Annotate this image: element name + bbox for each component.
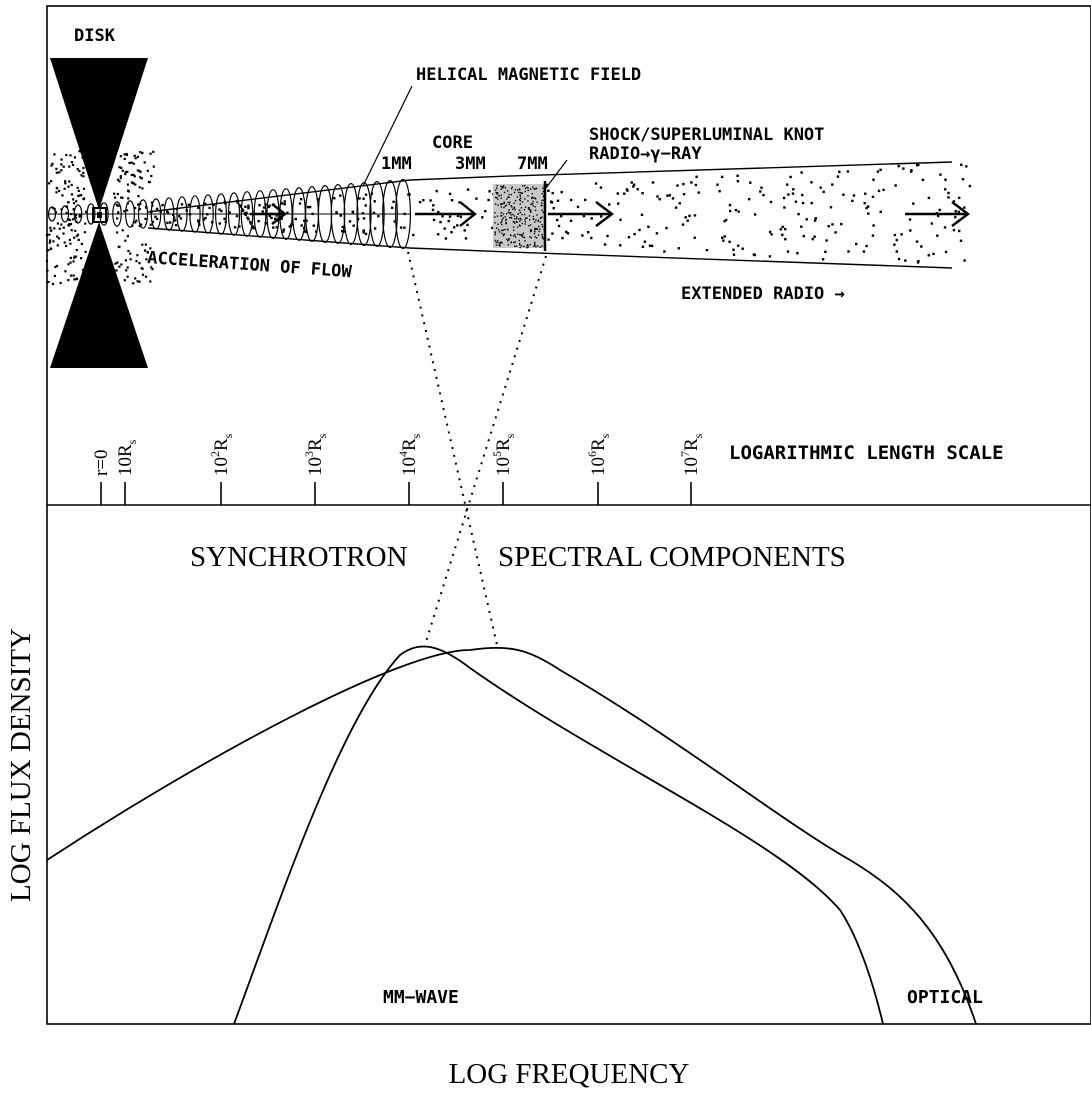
scale-tick-label: 10Rs: [115, 439, 139, 476]
mm-wave-label: MM−WAVE: [383, 987, 459, 1008]
spectrum-title-left: SYNCHROTRON: [190, 541, 408, 573]
figure-frame: [46, 5, 1091, 1025]
flow-arrow: [415, 201, 477, 227]
spectrum-curve-broad: [46, 646, 977, 1025]
disk-label: DISK: [74, 26, 116, 46]
y-axis-label: LOG FLUX DENSITY: [5, 628, 37, 902]
mm3-label: 3MM: [455, 154, 486, 174]
mm1-label: 1MM: [381, 154, 412, 174]
jet-panel: DISK HELICAL MAGNETIC FIELD CORE 1MM 3MM…: [45, 26, 972, 646]
spectrum-title-right: SPECTRAL COMPONENTS: [498, 541, 846, 573]
flow-arrow: [250, 203, 287, 225]
spectrum-panel: SYNCHROTRON SPECTRAL COMPONENTS MM−WAVE …: [5, 541, 983, 1090]
scale-label: LOGARITHMIC LENGTH SCALE: [729, 442, 1004, 464]
jet-boundary-upper: [147, 161, 953, 213]
spectrum-curve-narrow: [233, 645, 884, 1025]
x-axis-label: LOG FREQUENCY: [449, 1058, 690, 1090]
disk-upper-cone: [50, 58, 148, 210]
optical-label: OPTICAL: [907, 987, 983, 1008]
flow-arrow: [548, 201, 614, 227]
helical-field-label: HELICAL MAGNETIC FIELD: [416, 65, 641, 85]
jet-boundary-lower: [147, 227, 953, 269]
helical-pointer: [362, 85, 413, 187]
scale-tick-label: 106Rs: [585, 433, 612, 476]
shock-pointer: [542, 159, 568, 193]
flow-particles: [150, 163, 972, 264]
scale-tick-label: r=0: [91, 449, 112, 476]
flow-arrow: [905, 201, 970, 227]
disk-particles: [45, 150, 155, 286]
radio-gamma-label: RADIO→γ−RAY: [589, 144, 702, 164]
mm7-label: 7MM: [517, 154, 548, 174]
shock-label: SHOCK/SUPERLUMINAL KNOT: [589, 125, 824, 145]
projection-line-core: [407, 251, 498, 646]
extended-radio-label: EXTENDED RADIO →: [681, 284, 845, 304]
core-label: CORE: [432, 133, 473, 153]
disk-lower-cone: [50, 222, 148, 368]
